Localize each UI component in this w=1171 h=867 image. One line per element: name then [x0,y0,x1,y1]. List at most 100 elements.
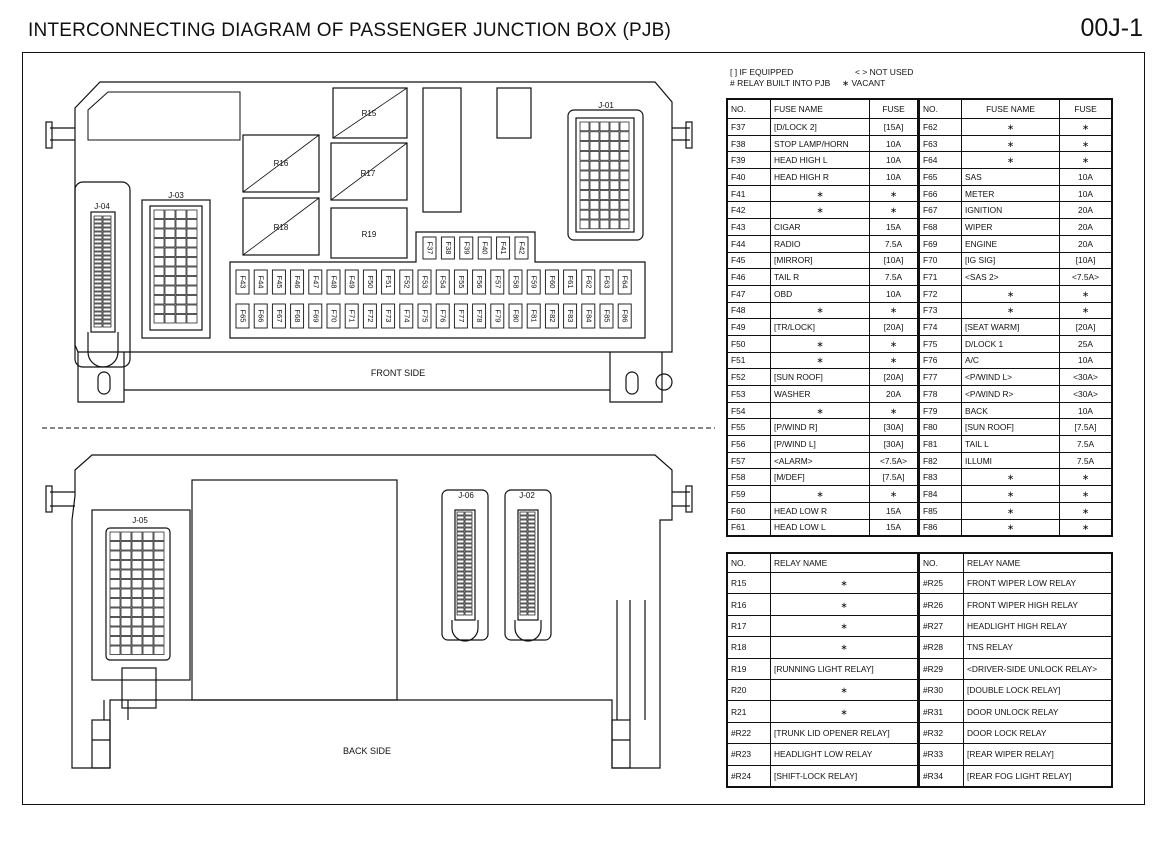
fuse-name: METER [961,184,1060,203]
fuse-name: ∗ [961,134,1060,153]
fuse-table-row: F59∗∗F84∗∗ [727,485,1112,503]
fuse-no: F51 [727,351,771,370]
fuse-name: ∗ [961,485,1060,503]
fuse-name: WIPER [961,218,1060,236]
j02-pin [519,543,528,548]
back-side-label: BACK SIDE [343,746,391,756]
fuse-slot-label: F60 [548,276,557,289]
j04-pin [102,235,112,240]
j05-pin [153,607,165,617]
fuse-name: ∗ [770,184,870,203]
j06-pin [464,511,473,516]
relay-no: #R33 [917,743,964,766]
fuse-no: F77 [917,368,962,386]
fuse-rating: 15A [869,518,919,537]
j05-pin [153,617,165,627]
fuse-rating: 10A [1059,184,1112,203]
relay-name: DOOR LOCK RELAY [963,721,1112,745]
legend-not-used: < > NOT USED [855,67,914,77]
j05-pin [142,560,154,570]
j05-pin [120,560,132,570]
relay-header-no-2: NO. [917,553,964,573]
j05-pin [120,626,132,636]
fuse-name: [SUN ROOF] [961,418,1060,437]
j05-pin [120,541,132,551]
fuse-slot-label: F53 [421,276,430,289]
j04-pin [93,299,103,304]
j06-pin [456,515,465,520]
fuse-slot [344,303,359,329]
fuse-rating: ∗ [869,334,919,353]
fuse-slot-label: F80 [512,310,521,323]
connector-pins [93,121,630,655]
fuse-rating: 7.5A [1059,451,1112,470]
fuse-no: F82 [917,451,962,470]
relay-name: FRONT WIPER HIGH RELAY [963,593,1112,616]
relay-no: #R22 [727,721,771,745]
fuse-slot [440,236,455,260]
fuse-name: SAS [961,168,1060,186]
fuse-no: F75 [917,334,962,353]
j01-pin [589,151,600,161]
fuse-slot-label: F39 [462,242,471,255]
j01-pin [609,180,620,190]
j04-pin [102,267,112,272]
j06-pin [456,539,465,544]
j04-pin [93,247,103,252]
fuse-no: F45 [727,251,771,270]
relay-name: [DOUBLE LOCK RELAY] [963,678,1112,702]
j03-pin [164,276,176,286]
j02-pin [519,595,528,600]
j04-pin [102,251,112,256]
j02-pin [527,563,536,568]
fuse-rating: 10A [869,151,919,170]
j02-pin [519,511,528,516]
j03-pin [153,285,165,295]
j06-pin [456,571,465,576]
j03-pin [175,257,187,267]
j05-pin [153,569,165,579]
legend-vacant: ∗ VACANT [842,78,886,88]
fuse-name: A/C [961,351,1060,370]
j01-pin [599,219,610,230]
relay-no: #R34 [917,764,964,787]
j02-pin [519,539,528,544]
j01-pin [609,141,620,151]
j03-pin [164,228,176,238]
j02-pin [519,527,528,532]
relay-name: [REAR WIPER RELAY] [963,743,1112,766]
fuse-rating: 7.5A [1059,435,1112,453]
legend-relay-built-in: # RELAY BUILT INTO PJB [730,78,831,88]
fuse-table-header: NO. FUSE NAME FUSE NO. FUSE NAME FUSE [727,99,1112,119]
fuse-name: ∗ [770,201,870,220]
j03-pin [153,219,165,229]
j05-pin [142,588,154,598]
fuse-rating: 20A [1059,234,1112,253]
fuse-name: [P/WIND L] [770,435,870,453]
fuse-rating: ∗ [1059,518,1112,537]
j01-pin [609,200,620,210]
fuse-slot-label: F68 [293,310,302,323]
fuse-no: F46 [727,268,771,286]
relay-no: #R26 [917,593,964,616]
fuse-no: F78 [917,385,962,403]
j01-pin [599,170,610,181]
j05-pin [131,626,143,636]
fuse-slot-label: F49 [348,276,357,289]
fuse-no: F66 [917,184,962,203]
fuse-slot [472,303,487,329]
fuse-slot-label: F57 [493,276,502,289]
j03-pin [153,276,165,286]
j06-pin [456,559,465,564]
j04-pin [93,235,103,240]
j02-pin [519,575,528,580]
relay-no: R21 [727,700,771,723]
fuse-header-name-1: FUSE NAME [770,99,870,119]
fuse-no: F70 [917,251,962,270]
relay-no: R20 [727,678,771,702]
fuse-slot-label: F78 [475,310,484,323]
j05-pin [131,531,143,541]
